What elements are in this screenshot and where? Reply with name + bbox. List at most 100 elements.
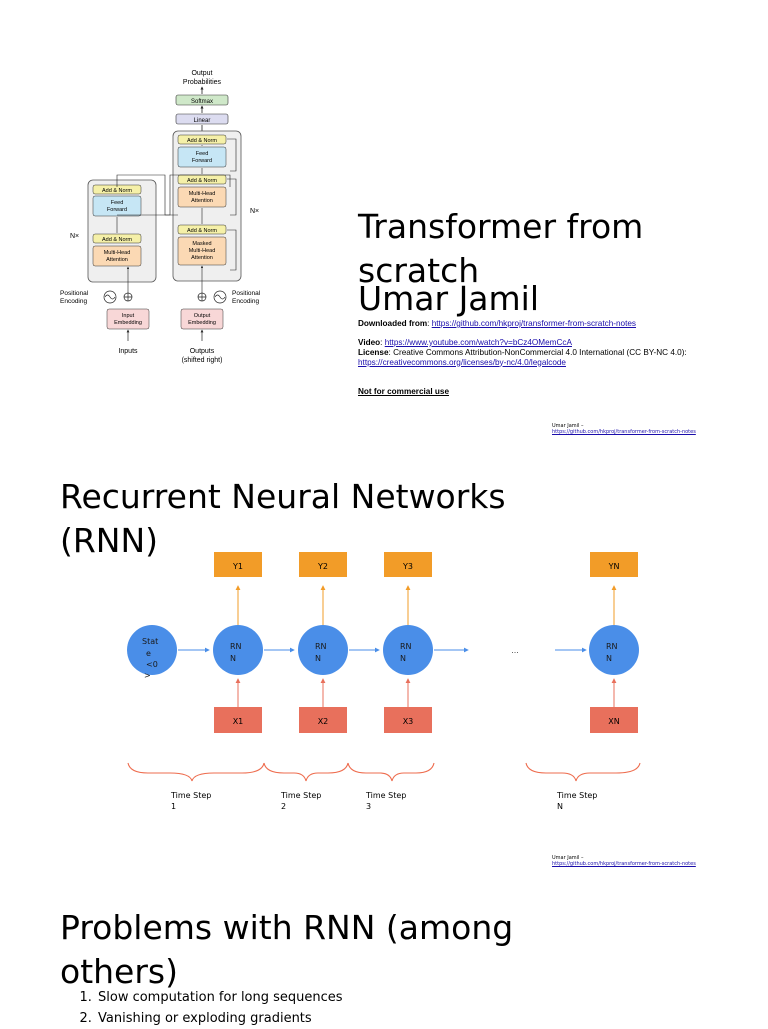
- problems-list: Slow computation for long sequences Vani…: [60, 987, 343, 1029]
- license-link[interactable]: https://creativecommons.org/licenses/by-…: [358, 357, 566, 367]
- input-label-x1: X1: [233, 717, 244, 726]
- rnn-node-3-label-2: N: [400, 654, 406, 663]
- diagram-input-embedding-2: Embedding: [114, 320, 142, 326]
- transformer-architecture-diagram: Output Probabilities Softmax Linear Add …: [60, 70, 261, 364]
- diagram-decoder-ff-1: Feed: [196, 151, 209, 157]
- video-label: Video: [358, 338, 381, 347]
- state-label-3: <0: [146, 660, 158, 669]
- slide2-footer: Umar Jamil – https://github.com/hkproj/t…: [552, 855, 742, 867]
- diagram-encoder-ff-2: Forward: [107, 207, 127, 213]
- input-box-x1: [214, 707, 262, 733]
- diagram-decoder-mha-1: Multi-Head: [189, 191, 216, 197]
- not-commercial-notice: Not for commercial use: [358, 387, 449, 396]
- downloaded-link[interactable]: https://github.com/hkproj/transformer-fr…: [431, 319, 637, 328]
- diagram-decoder-masked-3: Attention: [191, 255, 213, 261]
- input-box-xn: [590, 707, 638, 733]
- output-label-y2: Y2: [317, 562, 328, 571]
- input-box-x2: [299, 707, 347, 733]
- output-box-y3: [384, 552, 432, 577]
- slide1-footer: Umar Jamil – https://github.com/hkproj/t…: [552, 423, 742, 435]
- diagram-encoder-addnorm-1: Add & Norm: [102, 237, 132, 243]
- diagram-decoder-addnorm-2: Add & Norm: [187, 178, 217, 184]
- diagram-softmax-box: [175, 94, 229, 106]
- slide2-title: Recurrent Neural Networks (RNN): [60, 477, 506, 560]
- diagram-dec-pos-2: Encoding: [232, 298, 259, 305]
- diagram-outputs-2: (shifted right): [182, 357, 223, 364]
- rnn-node-1: [213, 625, 263, 675]
- output-box-yn: [590, 552, 638, 577]
- time-step-n-label: Time Step: [556, 791, 597, 800]
- state-label-4: >: [144, 671, 151, 680]
- output-box-y1: [214, 552, 262, 577]
- diagram-decoder-ff-2: Forward: [192, 158, 212, 164]
- diagram-inputs: Inputs: [118, 348, 138, 355]
- rnn-node-2-label-2: N: [315, 654, 321, 663]
- rnn-node-1-label-1: RN: [230, 642, 242, 651]
- diagram-softmax: Softmax: [191, 99, 213, 105]
- rnn-node-3-label-1: RN: [400, 642, 412, 651]
- problem-item-2: Vanishing or exploding gradients: [96, 1008, 343, 1029]
- time-step-2-label: Time Step: [280, 791, 321, 800]
- rnn-node-n-label-2: N: [606, 654, 612, 663]
- slide1-footer-link[interactable]: https://github.com/hkproj/transformer-fr…: [552, 429, 696, 435]
- diagram-output-probabilities-1: Output: [191, 70, 212, 77]
- time-step-2-number: 2: [281, 802, 286, 811]
- slide1-title: Transformer from scratch: [358, 207, 644, 290]
- rnn-node-3: [383, 625, 433, 675]
- output-box-y2: [299, 552, 347, 577]
- rnn-node-2: [298, 625, 348, 675]
- output-label-yn: YN: [608, 562, 620, 571]
- time-step-1-brace: [127, 762, 265, 782]
- state-label-1: Stat: [142, 637, 158, 646]
- diagram-input-embedding-1: Input: [122, 313, 135, 319]
- license-line: License: Creative Commons Attribution-No…: [358, 348, 687, 367]
- output-label-y3: Y3: [402, 562, 413, 571]
- slide2-footer-name: Umar Jamil –: [552, 855, 584, 861]
- diagram-encoder-mha-2: Attention: [106, 257, 128, 263]
- downloaded-label: Downloaded from: [358, 319, 428, 328]
- diagram-decoder-nx: N×: [250, 208, 259, 215]
- diagram-encoder-nx: N×: [70, 233, 79, 240]
- output-label-y1: Y1: [232, 562, 243, 571]
- rnn-node-1-label-2: N: [230, 654, 236, 663]
- diagram-decoder-masked-1: Masked: [192, 241, 211, 247]
- input-box-x3: [384, 707, 432, 733]
- rnn-ellipsis: ...: [511, 646, 519, 655]
- diagram-input-embedding-box: [106, 308, 150, 330]
- diagram-encoder-stack: [87, 179, 157, 283]
- diagram-encoder-addnorm-2: Add & Norm: [102, 188, 132, 194]
- rnn-diagram: Stat e <0 > Y1 RN N X1 Y2 RN N X2 Y3 RN …: [127, 552, 641, 811]
- downloaded-from-line: Downloaded from: https://github.com/hkpr…: [358, 319, 637, 328]
- time-step-n-brace: [525, 762, 641, 782]
- slide1-author: Umar Jamil: [358, 279, 540, 318]
- diagram-decoder-addnorm-3: Add & Norm: [187, 138, 217, 144]
- diagram-decoder-addnorm-1: Add & Norm: [187, 228, 217, 234]
- diagram-linear-box: [175, 113, 229, 125]
- diagram-output-embedding-1: Output: [194, 313, 211, 319]
- diagram-enc-pos-1: Positional: [60, 290, 89, 297]
- time-step-3-brace: [347, 762, 435, 782]
- problem-item-1: Slow computation for long sequences: [96, 987, 343, 1008]
- diagram-output-embedding-box: [180, 308, 224, 330]
- slide1-footer-name: Umar Jamil –: [552, 423, 584, 429]
- video-link[interactable]: https://www.youtube.com/watch?v=bCz4OMem…: [384, 338, 572, 347]
- rnn-initial-state-node: [127, 625, 177, 675]
- diagram-encoder-mha-1: Multi-Head: [104, 250, 131, 256]
- diagram-output-probabilities-2: Probabilities: [183, 79, 222, 86]
- input-label-x3: X3: [403, 717, 414, 726]
- diagram-decoder-mha-2: Attention: [191, 198, 213, 204]
- license-text: Creative Commons Attribution-NonCommerci…: [393, 348, 687, 357]
- diagram-decoder-masked-2: Multi-Head: [189, 248, 216, 254]
- time-step-1-number: 1: [171, 802, 176, 811]
- slide2-footer-link[interactable]: https://github.com/hkproj/transformer-fr…: [552, 861, 696, 867]
- time-step-2-brace: [263, 762, 349, 782]
- diagram-enc-pos-2: Encoding: [60, 298, 87, 305]
- input-label-x2: X2: [318, 717, 329, 726]
- diagram-dec-pos-1: Positional: [232, 290, 261, 297]
- time-step-1-label: Time Step: [170, 791, 211, 800]
- rnn-node-n: [589, 625, 639, 675]
- state-label-2: e: [146, 649, 151, 658]
- time-step-3-label: Time Step: [365, 791, 406, 800]
- diagram-outputs-1: Outputs: [190, 348, 215, 355]
- input-label-xn: XN: [608, 717, 619, 726]
